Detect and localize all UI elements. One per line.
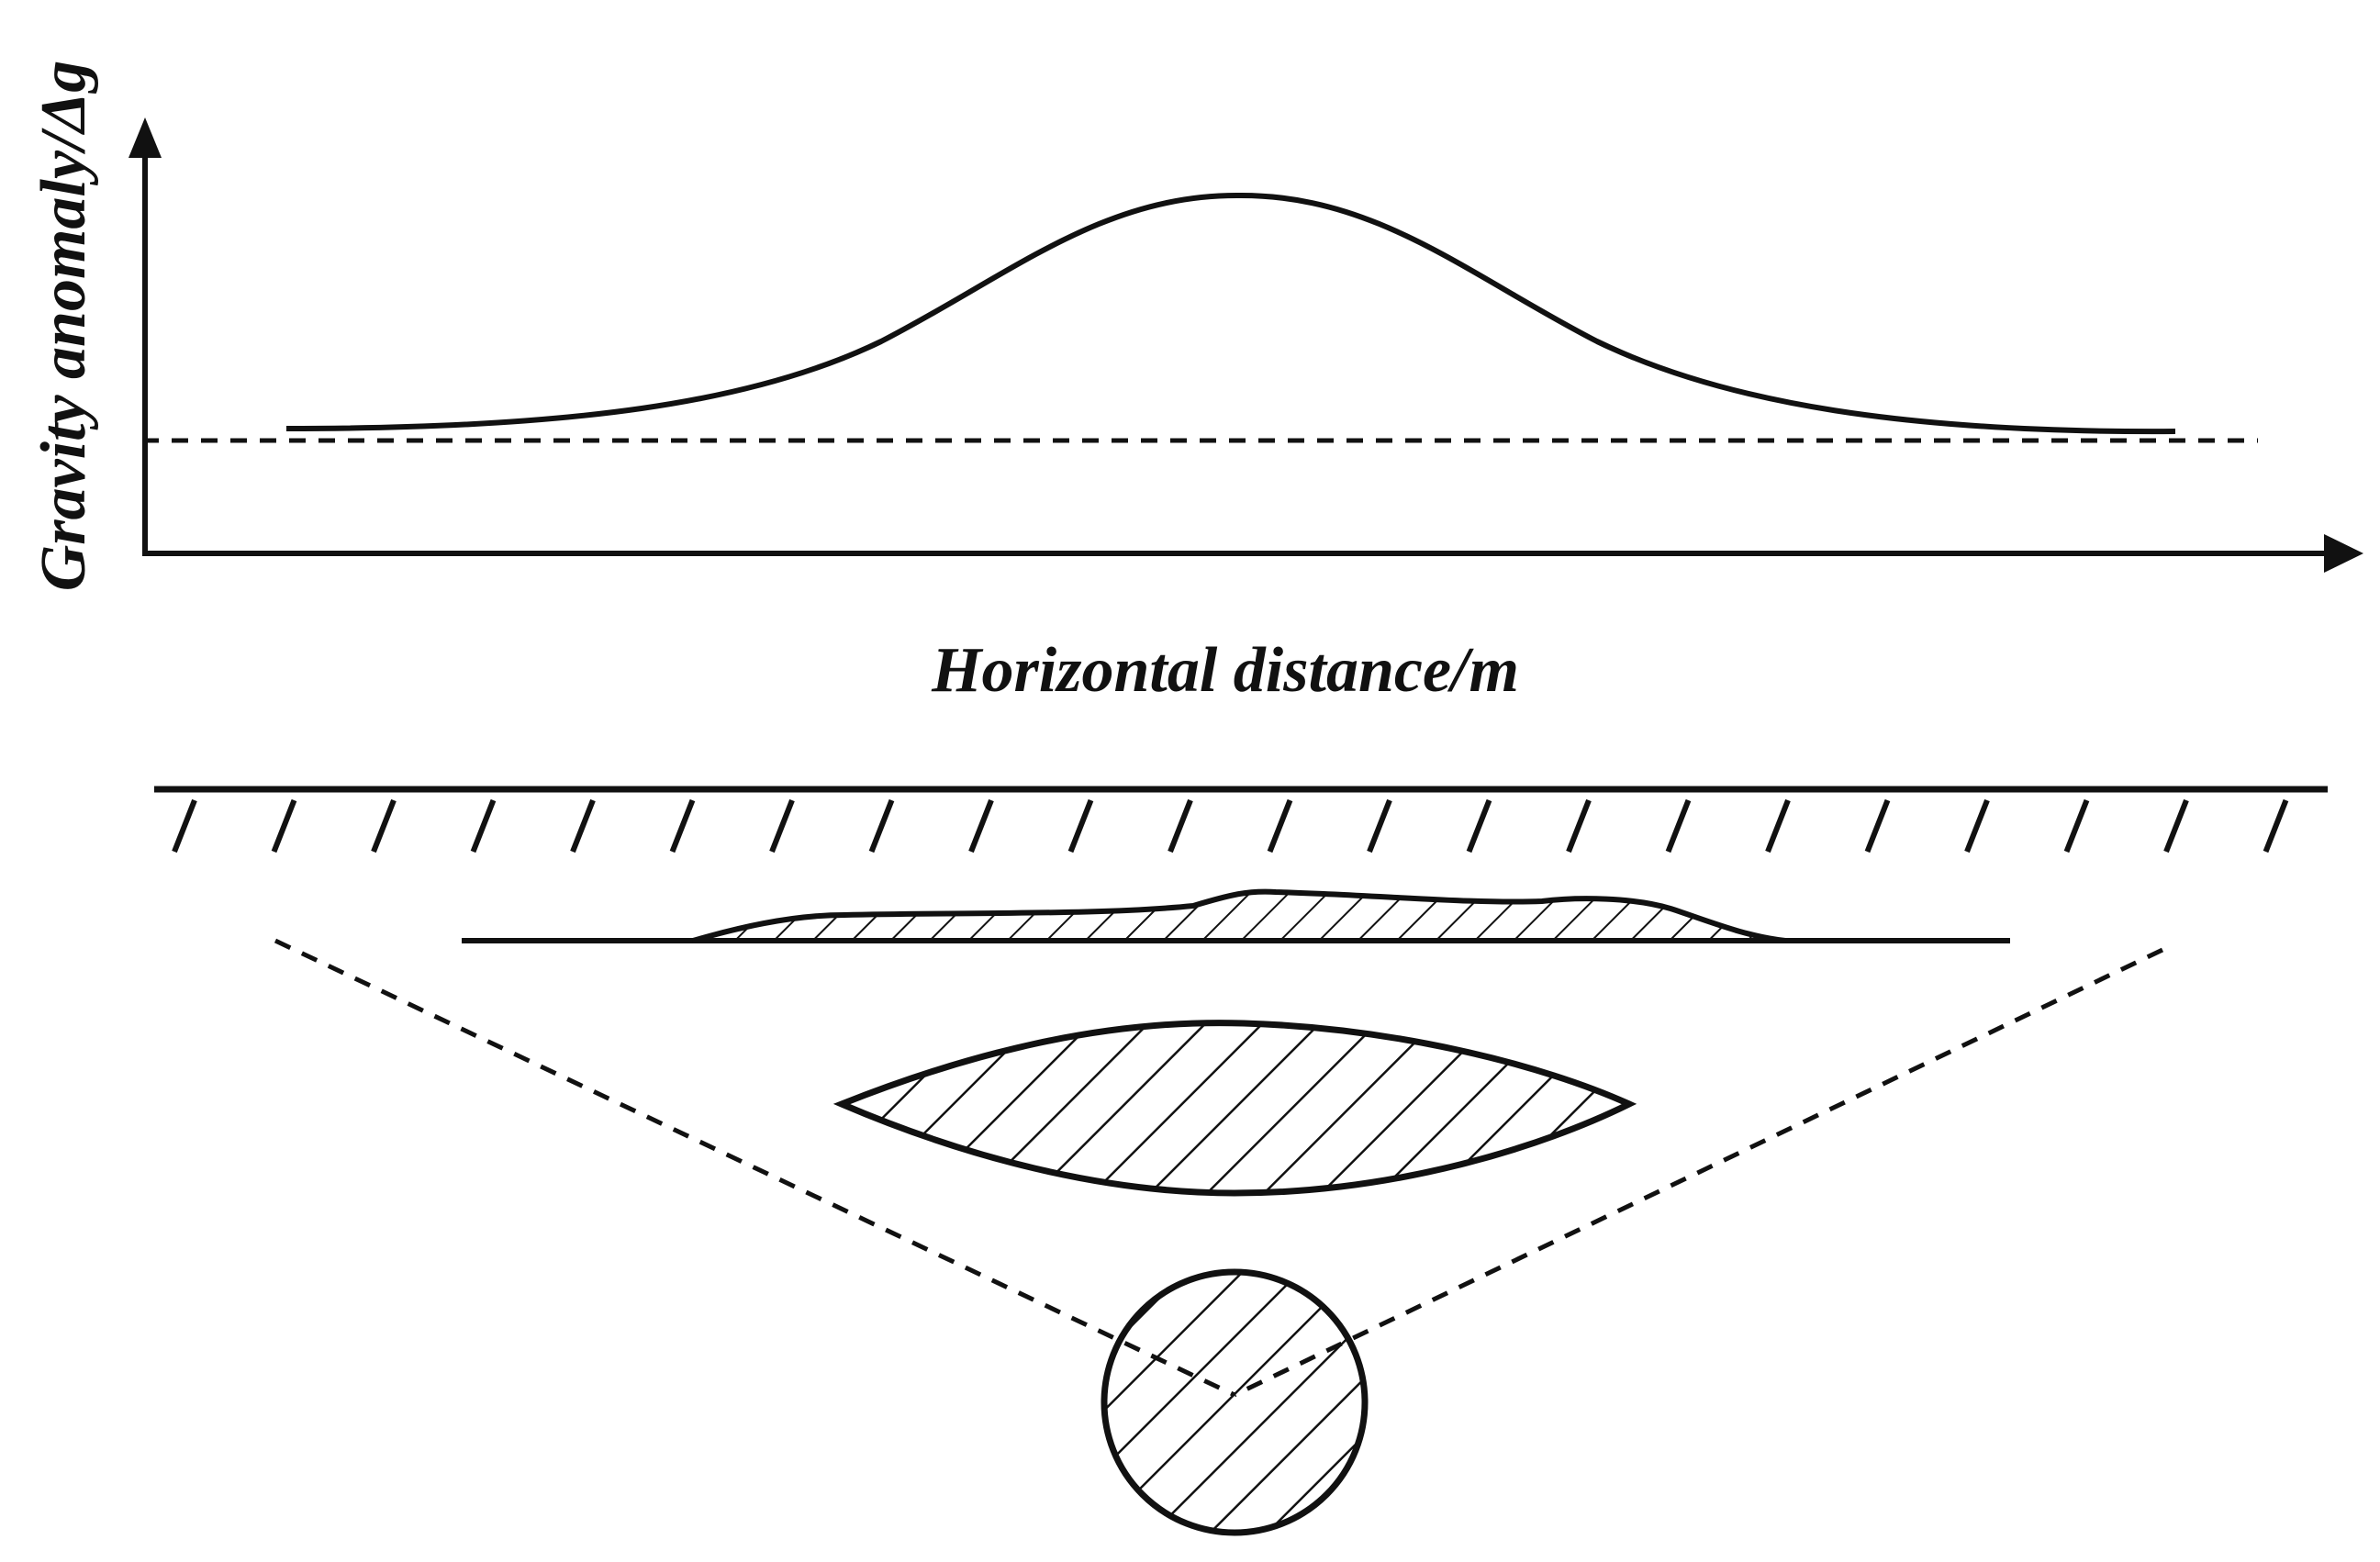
ground-tick [470, 798, 497, 854]
lens-body [832, 1020, 1637, 1197]
profile-panel: Gravity anomaly/Δg Horizontal distance/m [28, 61, 2363, 706]
right-influence-dashed-line [1233, 947, 2164, 1398]
x-axis-arrowhead [2324, 534, 2363, 573]
ground-tick [769, 798, 795, 854]
ground-tick [1566, 798, 1592, 854]
ground-tick [172, 798, 197, 854]
ground-tick [669, 798, 696, 854]
ground-tick [2063, 798, 2090, 854]
ground-tick [868, 798, 895, 854]
thin-surface-layer [692, 888, 1786, 943]
ground-tick [1168, 798, 1193, 854]
ground-tick [1067, 798, 1094, 854]
gravity-anomaly-curve [285, 192, 2176, 435]
left-influence-dashed-line [274, 938, 1236, 1398]
ground-tick [271, 798, 297, 854]
sphere-body [1101, 1268, 1369, 1536]
ground-surface-ticks [172, 798, 2289, 854]
ground-tick [1665, 798, 1692, 854]
ground-tick [371, 798, 397, 854]
ground-tick [1864, 798, 1891, 854]
x-axis-label: Horizontal distance/m [931, 635, 1519, 706]
ground-tick [1267, 798, 1293, 854]
ground-tick [968, 798, 994, 854]
ground-tick [2263, 798, 2289, 854]
ground-tick [2163, 798, 2189, 854]
ground-tick [1367, 798, 1392, 854]
ground-tick [1765, 798, 1791, 854]
y-axis-label: Gravity anomaly/Δg [28, 61, 99, 592]
ground-tick [570, 798, 596, 854]
ground-tick [1466, 798, 1492, 854]
section-panel [154, 786, 2328, 1536]
ground-tick [1964, 798, 1990, 854]
y-axis-arrowhead [128, 117, 162, 158]
